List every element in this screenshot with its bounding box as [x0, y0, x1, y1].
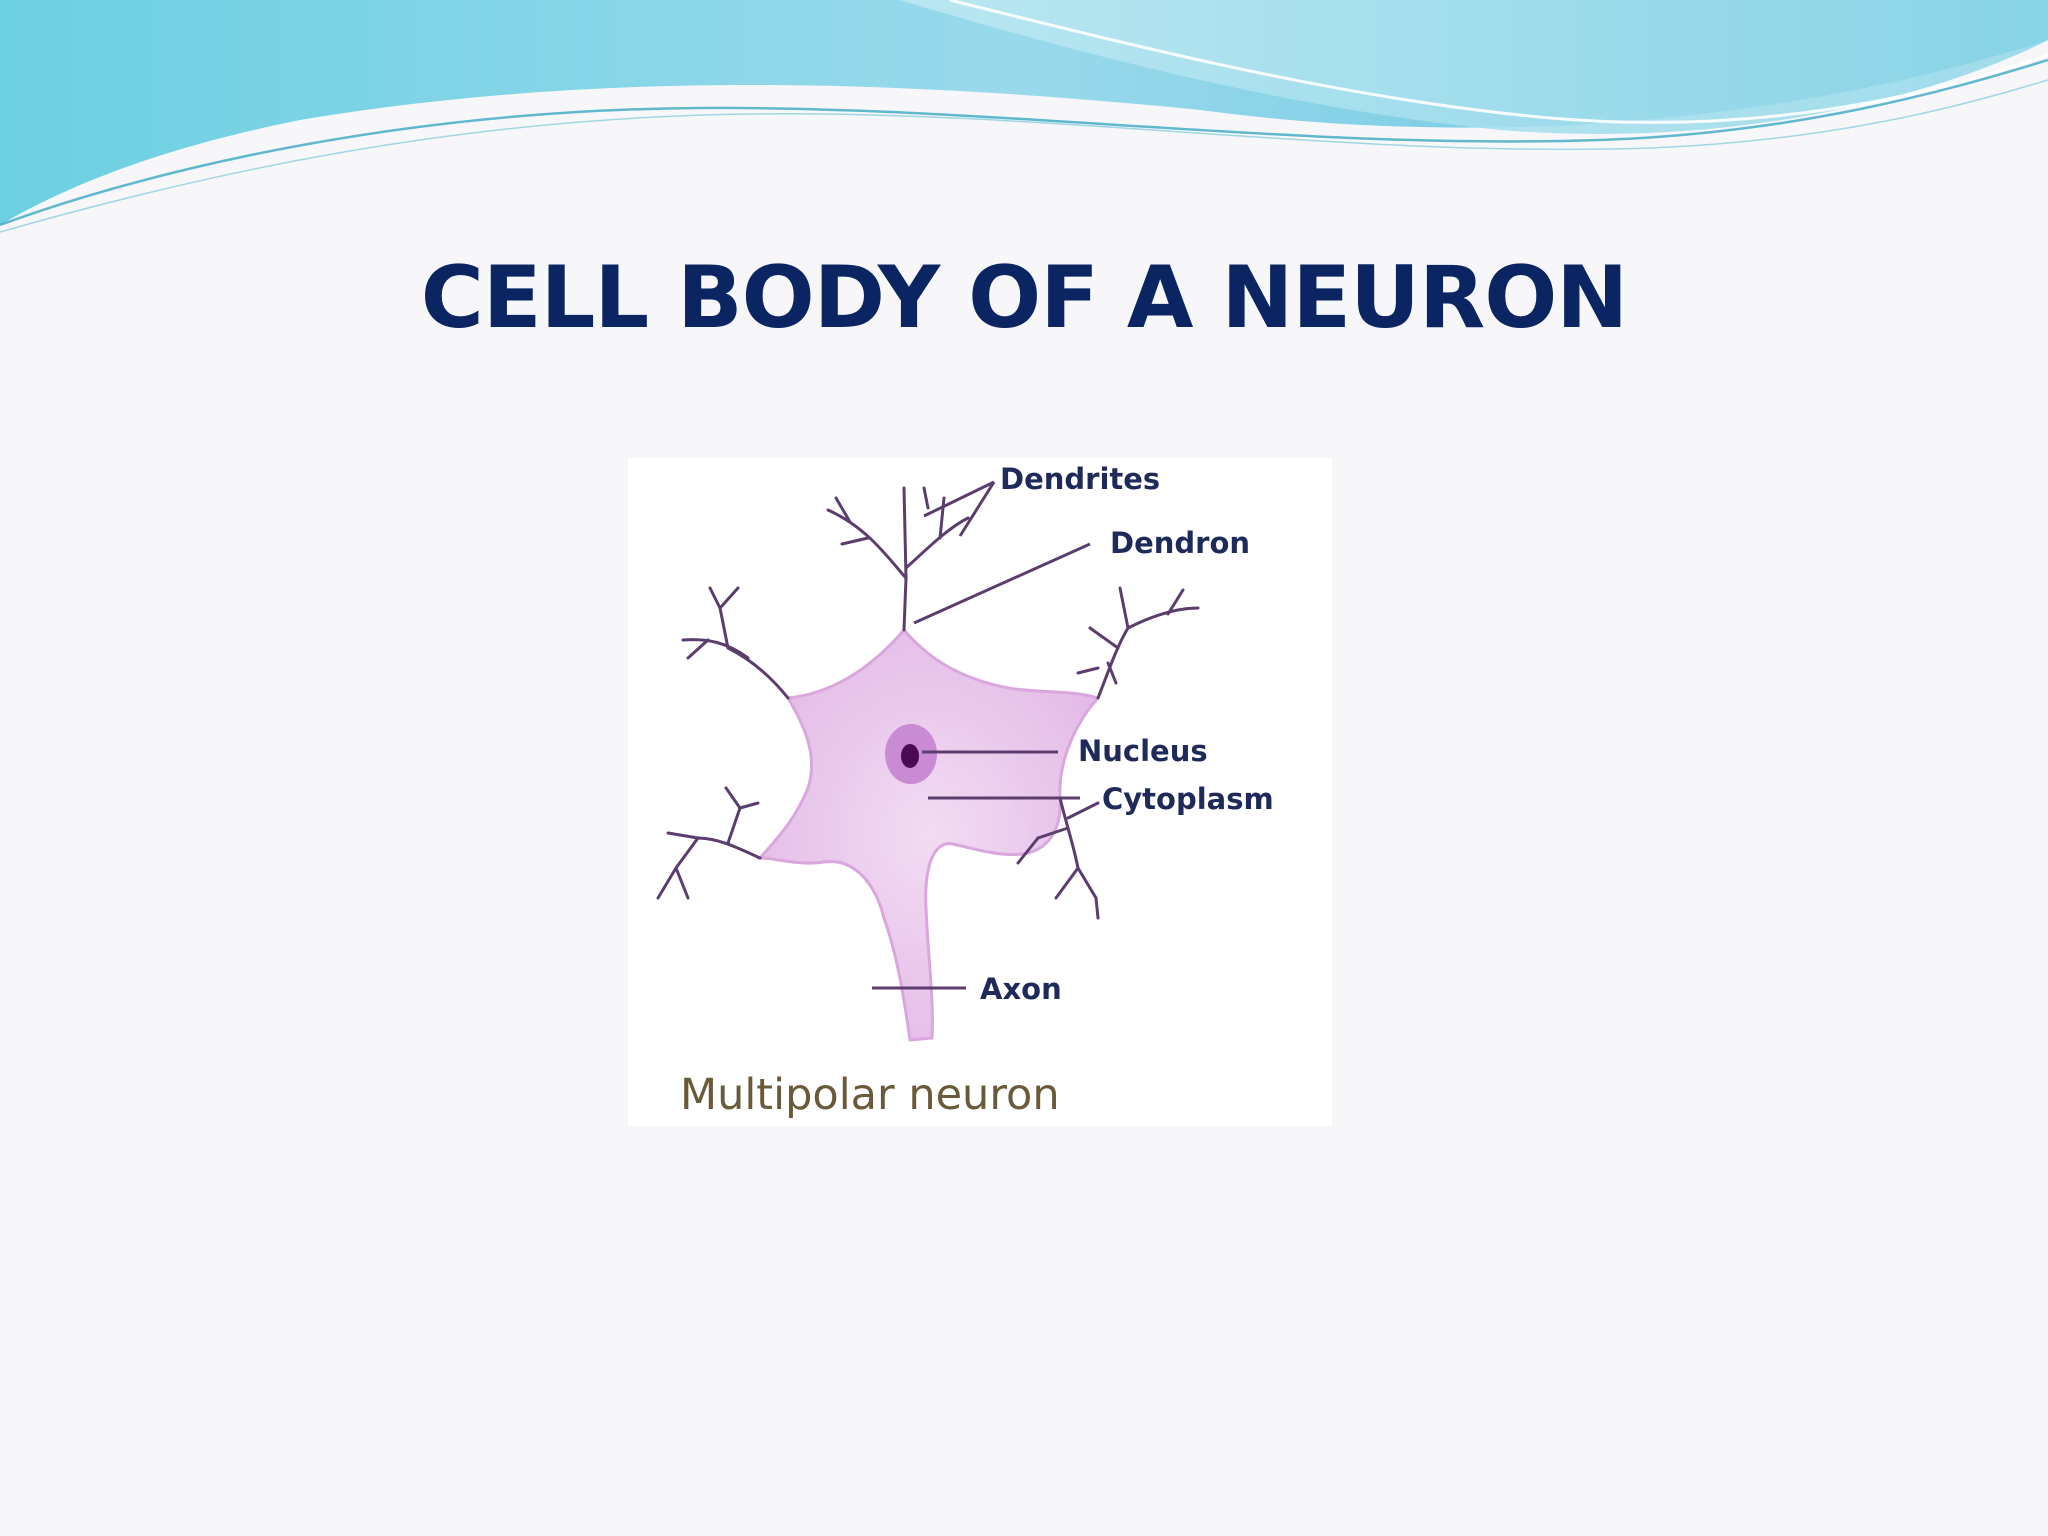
label-nucleus: Nucleus [1078, 734, 1208, 768]
dendrites [656, 486, 1200, 920]
header-wave-decoration [0, 0, 2048, 233]
label-cytoplasm: Cytoplasm [1102, 782, 1274, 816]
slide-title: CELL BODY OF A NEURON [420, 248, 1629, 348]
label-axon: Axon [980, 972, 1062, 1006]
label-dendrites: Dendrites [1000, 462, 1161, 496]
neuron-illustration [656, 480, 1200, 1042]
leader-lines [872, 480, 1091, 990]
label-dendron: Dendron [1110, 526, 1251, 560]
neuron-figure: Dendrites Dendron Nucleus Cytoplasm Axon… [628, 458, 1332, 1126]
nucleus-core [901, 744, 919, 768]
figure-caption: Multipolar neuron [680, 1070, 1060, 1120]
